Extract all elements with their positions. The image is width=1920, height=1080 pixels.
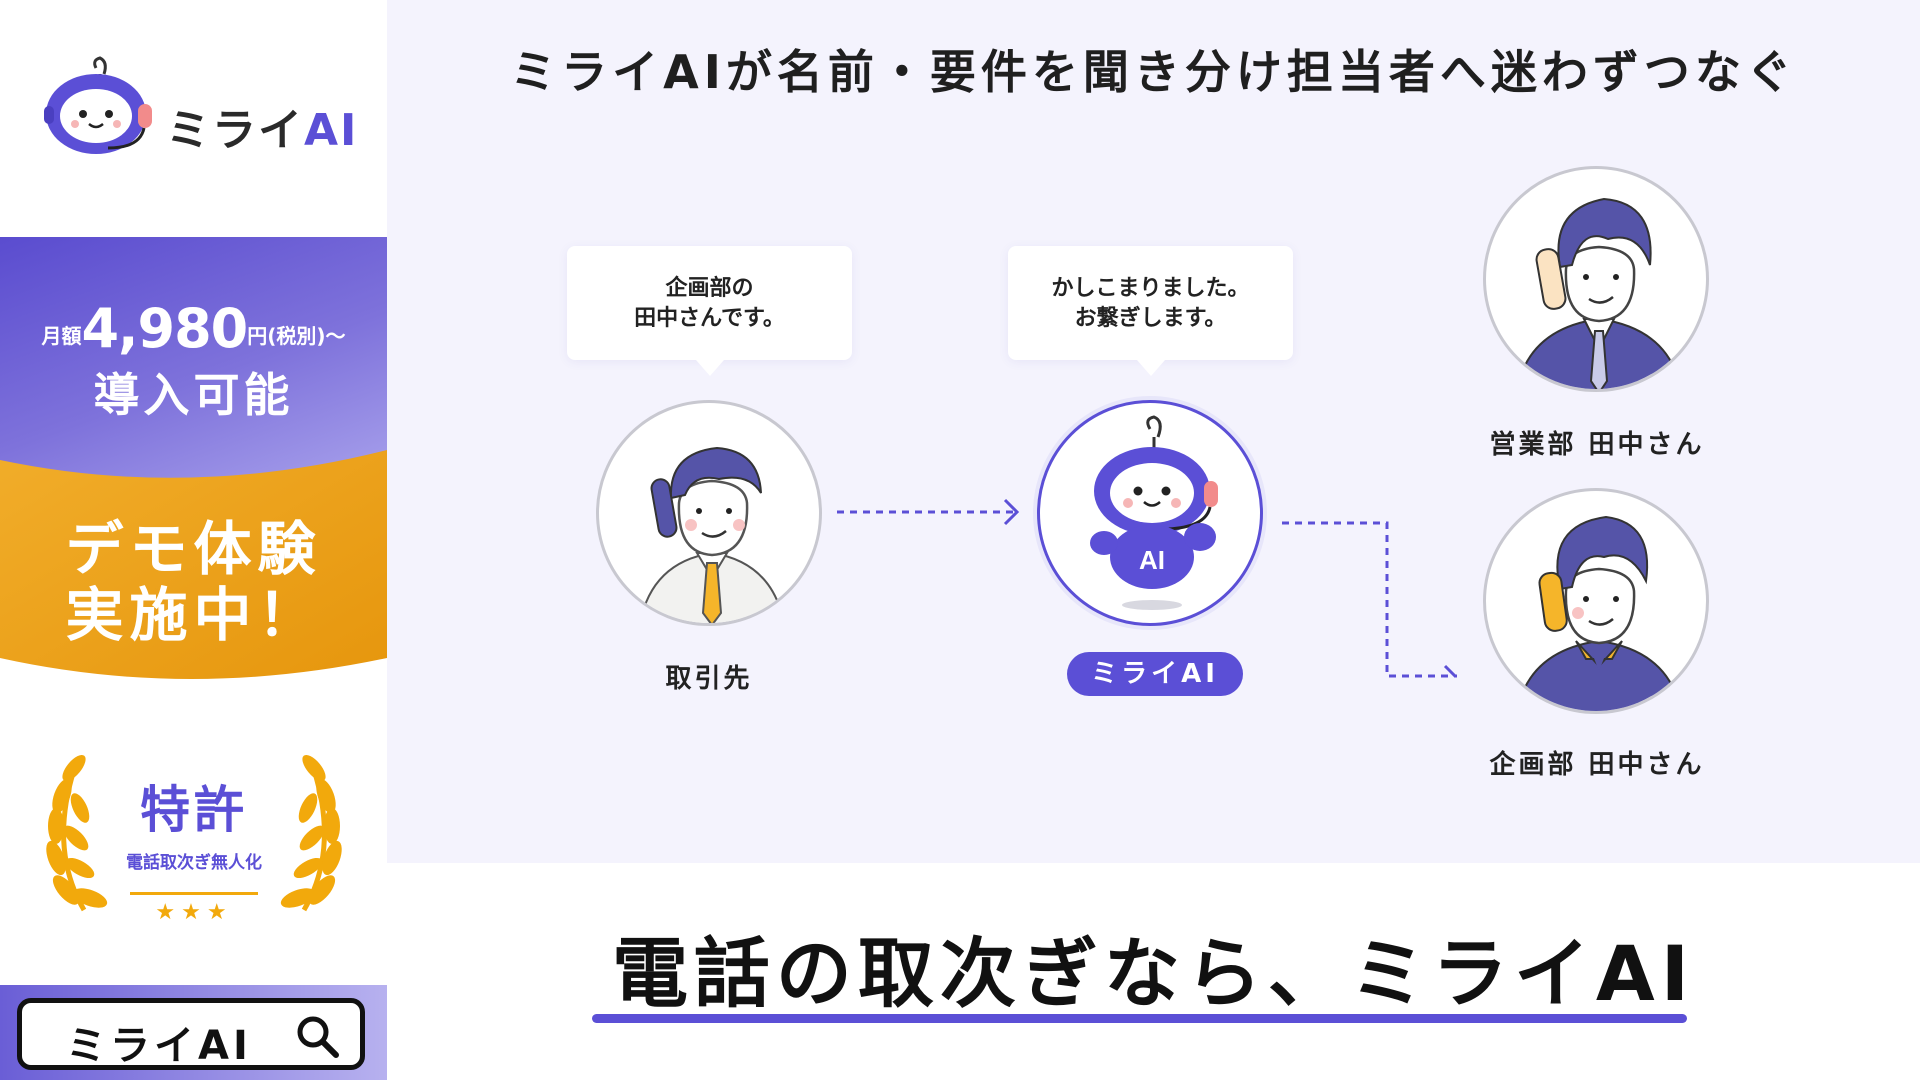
patent-badge: 特許 電話取次ぎ無人化 ★★★ bbox=[44, 740, 344, 950]
ai-body-badge: AI bbox=[1139, 545, 1165, 575]
businessman-phone-icon bbox=[1516, 197, 1682, 389]
price-amount: 4,980 bbox=[81, 297, 248, 360]
businessman-phone-icon bbox=[639, 446, 785, 623]
demo-banner[interactable]: デモ体験 実施中！ bbox=[0, 430, 387, 700]
client-speech-bubble: 企画部の 田中さんです。 bbox=[567, 246, 852, 376]
price-suffix: 円(税別)〜 bbox=[247, 324, 346, 348]
search-icon[interactable] bbox=[294, 1013, 340, 1059]
patent-title: 特許 bbox=[140, 781, 248, 839]
demo-line-2: 実施中！ bbox=[65, 581, 322, 649]
planning-tanaka-caption: 企画部 田中さん bbox=[1489, 750, 1705, 780]
search-text: ミライAI bbox=[66, 1023, 252, 1069]
patent-stars: ★★★ bbox=[155, 900, 233, 925]
logo-text-ai: AI bbox=[304, 105, 359, 156]
price-line: 月額4,980円(税別)〜 bbox=[0, 297, 387, 360]
price-sub: 導入可能 bbox=[93, 368, 294, 422]
main-panel: ミライAIが名前・要件を聞き分け担当者へ迷わずつなぐ 企画部の 田中さんです。 … bbox=[387, 0, 1920, 863]
logo-text: ミライAI bbox=[166, 94, 358, 158]
demo-text: デモ体験 実施中！ bbox=[0, 516, 387, 648]
search-box[interactable]: ミライAI bbox=[17, 998, 365, 1070]
brand-logo[interactable]: ミライAI bbox=[34, 52, 356, 162]
robot-mascot-icon bbox=[44, 56, 152, 154]
businessman-phone-icon bbox=[1516, 515, 1682, 711]
ai-speech-bubble: かしこまりました。 お繋ぎします。 bbox=[1008, 246, 1293, 376]
headline: ミライAIが名前・要件を聞き分け担当者へ迷わずつなぐ bbox=[510, 45, 1797, 99]
ai-caption-pill: ミライAI bbox=[1067, 652, 1243, 696]
sales-tanaka-avatar bbox=[1483, 166, 1709, 392]
tagline: 電話の取次ぎなら、ミライAI bbox=[611, 929, 1696, 1018]
price-prefix: 月額 bbox=[41, 324, 82, 348]
logo-text-main: ミライ bbox=[166, 105, 304, 156]
price-panel: 月額4,980円(税別)〜 導入可能 bbox=[0, 237, 387, 487]
ai-avatar: AI bbox=[1037, 400, 1263, 626]
robot-mascot-icon: AI bbox=[1090, 415, 1218, 610]
patent-subtitle: 電話取次ぎ無人化 bbox=[126, 853, 262, 873]
laurel-wreath-icon bbox=[46, 754, 342, 912]
planning-tanaka-avatar bbox=[1483, 488, 1709, 714]
client-caption: 取引先 bbox=[665, 664, 753, 694]
ai-bubble-line-1: かしこまりました。 bbox=[1051, 276, 1250, 301]
ai-bubble-line-2: お繋ぎします。 bbox=[1074, 306, 1227, 331]
sales-tanaka-caption: 営業部 田中さん bbox=[1489, 430, 1705, 460]
client-avatar bbox=[596, 400, 822, 626]
demo-line-1: デモ体験 bbox=[65, 515, 322, 583]
patent-divider bbox=[130, 892, 258, 895]
client-bubble-line-2: 田中さんです。 bbox=[634, 306, 785, 331]
sidebar: ミライAI 月額4,980円(税別)〜 導入可能 デモ体験 実施中！ bbox=[0, 0, 387, 1080]
client-bubble-line-1: 企画部の bbox=[665, 276, 754, 301]
demo-banner-shape bbox=[0, 450, 387, 679]
tagline-underline bbox=[592, 1014, 1687, 1023]
